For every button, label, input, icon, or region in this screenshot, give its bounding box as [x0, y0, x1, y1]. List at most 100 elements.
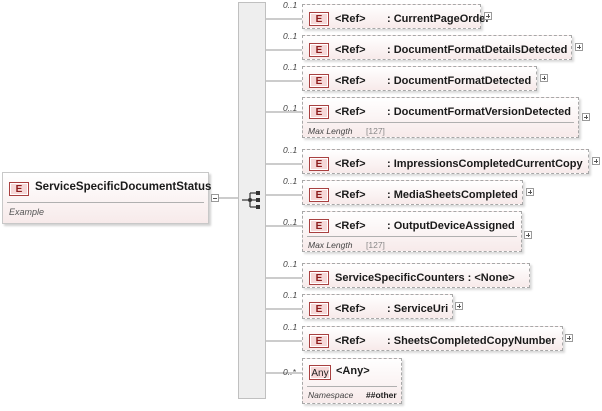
child-element-box[interactable]: E <Ref>: SheetsCompletedCopyNumber	[302, 326, 563, 351]
root-annotation: Example	[9, 207, 45, 217]
plus-toggle-icon[interactable]	[592, 157, 600, 165]
child-element-label: <Ref>: SheetsCompletedCopyNumber	[335, 334, 556, 348]
sequence-compositor-icon[interactable]	[241, 189, 263, 211]
element-badge: E	[309, 302, 329, 316]
ref-label: <Ref>	[335, 106, 366, 118]
child-element-box[interactable]: E <Ref>: MediaSheetsCompleted	[302, 180, 523, 205]
element-badge: E	[309, 188, 329, 202]
multiplicity-label: 0..1	[283, 31, 298, 41]
child-element-label: <Ref>: DocumentFormatVersionDetected	[335, 105, 571, 119]
facet: Max Length [127]	[308, 126, 385, 136]
child-element-label: <Ref>: OutputDeviceAssigned	[335, 219, 515, 233]
root-element-name: ServiceSpecificDocumentStatus	[35, 181, 212, 193]
multiplicity-label: 0..1	[283, 290, 298, 300]
divider	[7, 202, 204, 203]
multiplicity-label: 0..1	[283, 176, 298, 186]
child-element-box[interactable]: E <Ref>: OutputDeviceAssigned Max Length…	[302, 211, 522, 252]
element-name: ServiceUri	[393, 303, 449, 315]
ref-label: <Ref>	[335, 13, 366, 25]
plus-toggle-icon[interactable]	[582, 113, 590, 121]
element-badge: E	[9, 182, 29, 196]
separator: :	[387, 335, 391, 347]
child-element-label: <Ref>: MediaSheetsCompleted	[335, 188, 518, 202]
child-element-box[interactable]: E <Ref>: ImpressionsCompletedCurrentCopy	[302, 149, 589, 174]
multiplicity-label: 0..1	[283, 322, 298, 332]
facet: Namespace ##other	[308, 390, 397, 400]
multiplicity-label: 0..1	[283, 145, 298, 155]
element-name: DocumentFormatDetailsDetected	[393, 44, 568, 56]
ref-label: <Ref>	[335, 75, 366, 87]
multiplicity-label: 0..1	[283, 103, 298, 113]
child-element-box[interactable]: E <Ref>: DocumentFormatVersionDetected M…	[302, 97, 579, 138]
facet-name: Max Length	[308, 126, 353, 136]
facet-name: Namespace	[308, 390, 354, 400]
child-element-label: ServiceSpecificCounters : <None>	[335, 271, 515, 285]
element-badge: E	[309, 157, 329, 171]
child-element-label: <Ref>: ServiceUri	[335, 302, 448, 316]
separator: :	[387, 106, 391, 118]
child-element-label: <Ref>: CurrentPageOrder	[335, 12, 490, 26]
plus-toggle-icon[interactable]	[484, 12, 492, 20]
element-name: SheetsCompletedCopyNumber	[393, 335, 556, 347]
multiplicity-label: 0..*	[283, 367, 296, 377]
ref-label: <Ref>	[335, 303, 366, 315]
element-badge: E	[309, 271, 329, 285]
plus-toggle-icon[interactable]	[455, 302, 463, 310]
plus-toggle-icon[interactable]	[540, 74, 548, 82]
ref-label: <Ref>	[335, 158, 366, 170]
child-element-box[interactable]: E <Ref>: ServiceUri	[302, 294, 453, 319]
plus-toggle-icon[interactable]	[524, 231, 532, 239]
multiplicity-label: 0..1	[283, 217, 298, 227]
facet-value: [127]	[366, 240, 385, 250]
element-badge: E	[309, 334, 329, 348]
child-element-label: <Ref>: DocumentFormatDetected	[335, 74, 531, 88]
plus-toggle-icon[interactable]	[565, 334, 573, 342]
any-badge: Any	[309, 365, 331, 380]
element-name: ServiceSpecificCounters : <None>	[335, 272, 515, 284]
facet-value: [127]	[366, 126, 385, 136]
plus-toggle-icon[interactable]	[575, 43, 583, 51]
plus-toggle-icon[interactable]	[526, 188, 534, 196]
any-wildcard-box[interactable]: Any <Any> Namespace ##other	[302, 358, 402, 404]
ref-label: <Ref>	[335, 44, 366, 56]
element-name: ImpressionsCompletedCurrentCopy	[393, 158, 583, 170]
child-element-box[interactable]: E ServiceSpecificCounters : <None>	[302, 263, 530, 288]
ref-label: <Ref>	[335, 335, 366, 347]
separator: :	[387, 303, 391, 315]
facet-value: ##other	[366, 390, 397, 400]
element-name: CurrentPageOrder	[393, 13, 490, 25]
divider	[307, 122, 574, 123]
multiplicity-label: 0..1	[283, 62, 298, 72]
separator: :	[387, 220, 391, 232]
element-badge: E	[309, 105, 329, 119]
divider	[307, 386, 397, 387]
child-element-label: <Ref>: ImpressionsCompletedCurrentCopy	[335, 157, 583, 171]
separator: :	[387, 75, 391, 87]
child-element-box[interactable]: E <Ref>: CurrentPageOrder	[302, 4, 490, 29]
any-label: <Any>	[336, 365, 370, 377]
separator: :	[387, 44, 391, 56]
separator: :	[387, 158, 391, 170]
element-badge: E	[309, 43, 329, 57]
root-element-box[interactable]: E ServiceSpecificDocumentStatus Example	[2, 172, 212, 224]
element-badge: E	[309, 219, 329, 233]
element-name: MediaSheetsCompleted	[393, 189, 518, 201]
multiplicity-label: 0..1	[283, 259, 298, 269]
separator: :	[387, 189, 391, 201]
element-name: DocumentFormatVersionDetected	[393, 106, 571, 118]
child-element-label: <Ref>: DocumentFormatDetailsDetected	[335, 43, 567, 57]
element-name: DocumentFormatDetected	[393, 75, 532, 87]
ref-label: <Ref>	[335, 220, 366, 232]
minus-toggle-icon[interactable]	[211, 194, 219, 202]
separator: :	[387, 13, 391, 25]
ref-label: <Ref>	[335, 189, 366, 201]
multiplicity-label: 0..1	[283, 0, 298, 10]
element-badge: E	[309, 12, 329, 26]
element-badge: E	[309, 74, 329, 88]
divider	[307, 236, 517, 237]
facet: Max Length [127]	[308, 240, 385, 250]
facet-name: Max Length	[308, 240, 353, 250]
child-element-box[interactable]: E <Ref>: DocumentFormatDetected	[302, 66, 537, 91]
child-element-box[interactable]: E <Ref>: DocumentFormatDetailsDetected	[302, 35, 572, 60]
